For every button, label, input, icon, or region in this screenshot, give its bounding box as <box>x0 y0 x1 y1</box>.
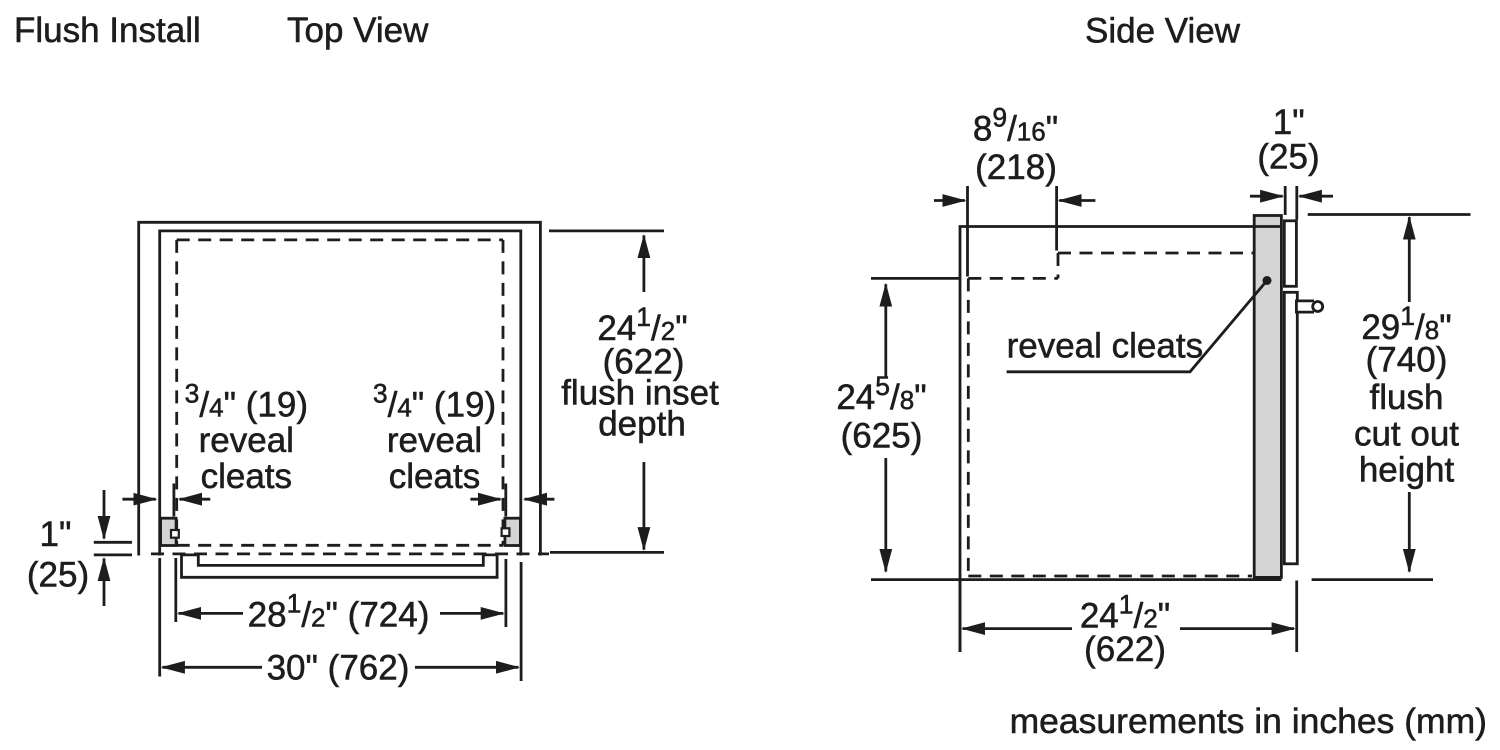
svg-text:cleats: cleats <box>389 457 480 496</box>
svg-text:(218): (218) <box>975 148 1057 187</box>
svg-text:measurements in inches (mm): measurements in inches (mm) <box>1010 701 1487 741</box>
svg-text:depth: depth <box>598 404 686 443</box>
svg-text:241/2": 241/2" <box>597 302 687 348</box>
svg-text:flush: flush <box>1370 378 1444 417</box>
svg-text:Flush Install: Flush Install <box>14 11 201 50</box>
svg-text:241/2": 241/2" <box>1080 590 1170 636</box>
svg-text:(740): (740) <box>1366 341 1448 380</box>
svg-text:245/8": 245/8" <box>836 371 926 417</box>
svg-text:(625): (625) <box>841 417 923 456</box>
svg-text:Side View: Side View <box>1085 11 1241 50</box>
svg-text:30" (762): 30" (762) <box>267 649 410 688</box>
svg-text:cleats: cleats <box>201 457 292 496</box>
svg-text:89/16": 89/16" <box>973 103 1058 149</box>
svg-text:(622): (622) <box>603 342 685 381</box>
svg-text:cut out: cut out <box>1354 415 1459 454</box>
svg-text:3/4" (19): 3/4" (19) <box>373 379 496 425</box>
svg-text:reveal: reveal <box>387 421 482 460</box>
svg-text:flush inset: flush inset <box>561 374 719 413</box>
svg-text:1": 1" <box>1273 103 1305 142</box>
svg-text:281/2" (724): 281/2" (724) <box>248 589 430 635</box>
svg-text:(25): (25) <box>1257 138 1319 177</box>
svg-text:reveal: reveal <box>199 421 294 460</box>
svg-text:1": 1" <box>40 515 72 554</box>
svg-text:Top View: Top View <box>287 11 429 50</box>
svg-text:height: height <box>1359 451 1455 490</box>
svg-text:(622): (622) <box>1084 630 1166 669</box>
svg-text:(25): (25) <box>27 556 89 595</box>
svg-text:reveal cleats: reveal cleats <box>1007 327 1203 366</box>
svg-text:3/4" (19): 3/4" (19) <box>185 379 308 425</box>
